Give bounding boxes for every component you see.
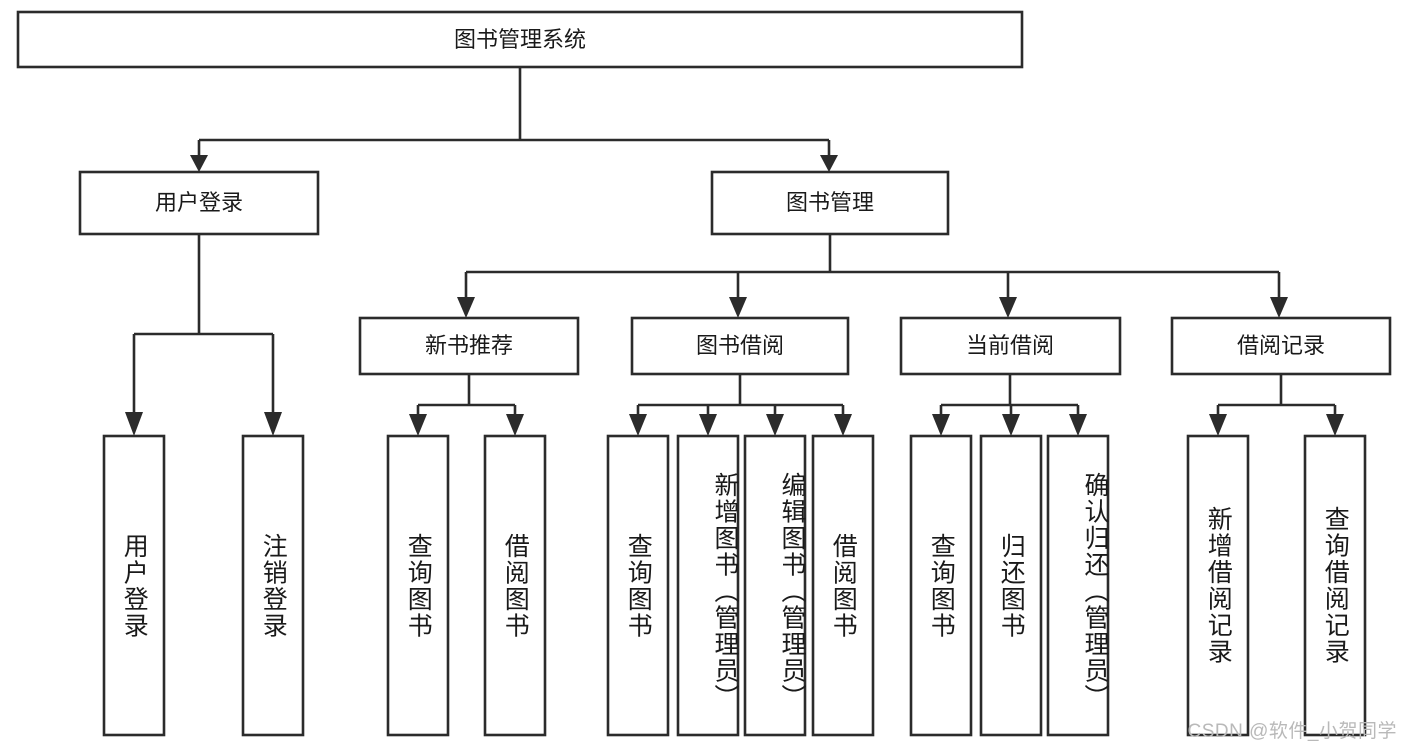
borrow-record-label: 借阅记录 [1237,333,1325,358]
node-borrow-record[interactable]: 借阅记录 [1170,316,1392,376]
leaf-box-query-book-3[interactable] [909,434,973,737]
arrowhead-newbook [457,297,475,318]
current-borrow-box[interactable] [899,316,1122,376]
arrowhead-leaf-query-record [1326,414,1344,436]
leaf-box-borrow-book-1[interactable] [483,434,547,737]
node-book-management[interactable]: 图书管理 [710,170,950,236]
new-book-recommend-box[interactable] [358,316,580,376]
leaf-box-add-record[interactable] [1186,434,1250,737]
arrowhead-leaf-return-book [1002,414,1020,436]
arrowhead-leaf-user-login [125,412,143,436]
arrowhead-leaf-add-book [699,414,717,436]
arrowhead-leaf-confirm-return [1069,414,1087,436]
current-borrow-label: 当前借阅 [966,333,1054,358]
node-new-book-recommend[interactable]: 新书推荐 [358,316,580,376]
arrowhead-borrow [729,297,747,318]
leaf-box-query-book-2[interactable] [606,434,670,737]
arrowhead-leaf-borrow-book-2 [834,414,852,436]
csdn-watermark: CSDN @软件_小贺同学 [1187,721,1397,742]
leaf-box-edit-book[interactable] [743,434,807,737]
arrowhead-leaf-logout [264,412,282,436]
leaf-box-query-record[interactable] [1303,434,1367,737]
leaf-box-confirm-return[interactable] [1046,434,1110,737]
arrowhead-bookmgmt [820,155,838,172]
arrowhead-leaf-borrow-book-1 [506,414,524,436]
arrowhead-leaf-query-book-3 [932,414,950,436]
arrowhead-record [1270,297,1288,318]
arrowhead-leaf-query-book-2 [629,414,647,436]
leaf-box-borrow-book-2[interactable] [811,434,875,737]
user-login-box[interactable] [78,170,320,236]
book-borrow-label: 图书借阅 [696,333,784,358]
node-current-borrow[interactable]: 当前借阅 [899,316,1122,376]
book-management-label: 图书管理 [786,190,874,215]
leaf-box-return-book[interactable] [979,434,1043,737]
connectors [125,67,1344,436]
book-management-box[interactable] [710,170,950,236]
leaf-boxes[interactable] [102,434,1367,737]
leaf-box-add-book[interactable] [676,434,740,737]
root-label: 图书管理系统 [454,27,586,52]
borrow-record-box[interactable] [1170,316,1392,376]
node-user-login[interactable]: 用户登录 [78,170,320,236]
arrowhead-leaf-add-record [1209,414,1227,436]
arrowhead-leaf-query-book-1 [409,414,427,436]
root-box[interactable] [16,10,1024,69]
arrowhead-leaf-edit-book [766,414,784,436]
leaf-box-logout[interactable] [241,434,305,737]
arrowhead-userlogin [190,155,208,172]
node-root[interactable]: 图书管理系统 [16,10,1024,69]
book-borrow-box[interactable] [630,316,850,376]
user-login-label: 用户登录 [155,190,243,215]
leaf-box-user-login[interactable] [102,434,166,737]
node-book-borrow[interactable]: 图书借阅 [630,316,850,376]
new-book-recommend-label: 新书推荐 [425,333,513,358]
arrowhead-current [999,297,1017,318]
leaf-box-query-book-1[interactable] [386,434,450,737]
